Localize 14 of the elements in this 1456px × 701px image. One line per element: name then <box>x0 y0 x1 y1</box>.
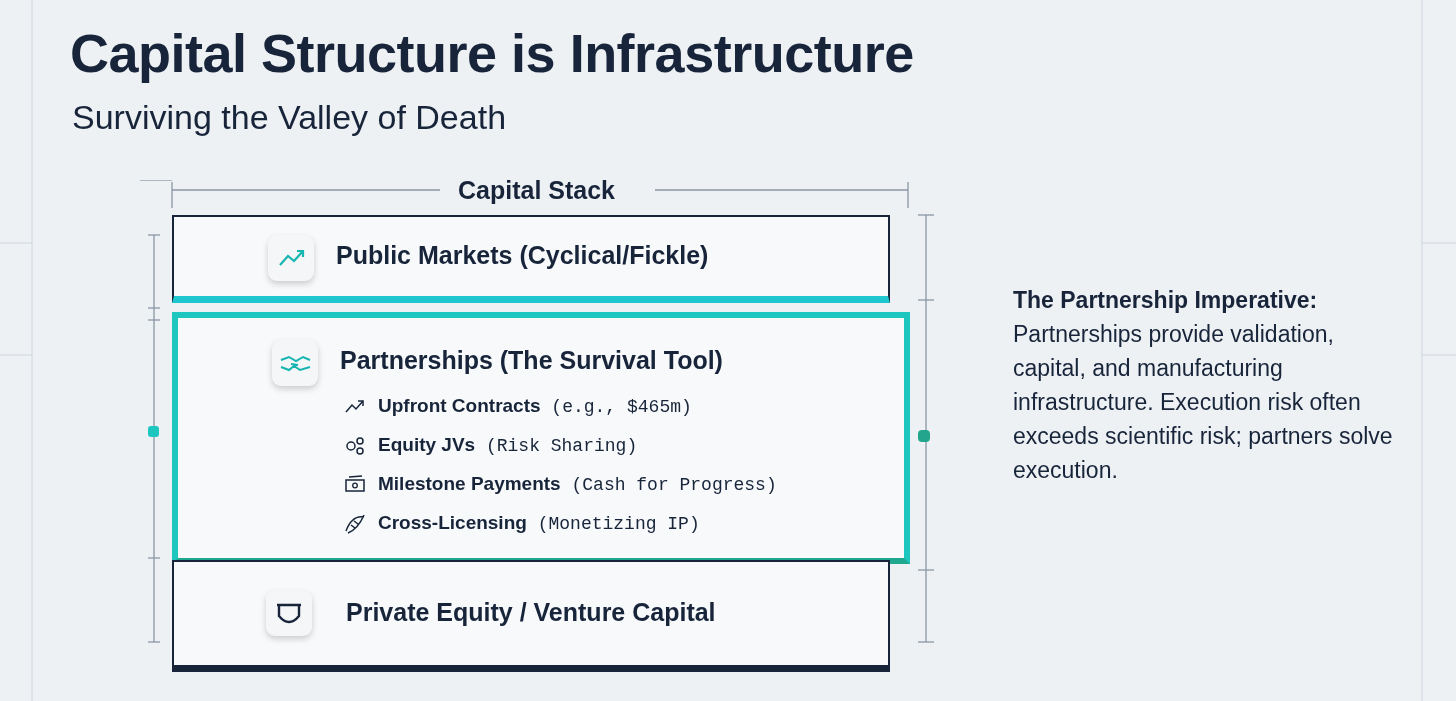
list-item: Upfront Contracts (e.g., $465m) <box>378 395 692 417</box>
section-heading: Capital Stack <box>458 176 615 205</box>
list-item: Milestone Payments (Cash for Progress) <box>378 473 777 495</box>
subtitle: Surviving the Valley of Death <box>72 98 507 137</box>
layer-panel <box>172 312 910 564</box>
layer-title: Public Markets (Cyclical/Fickle) <box>336 241 709 270</box>
layer-slab <box>172 215 890 303</box>
layer-slab <box>172 560 890 672</box>
layer-title: Partnerships (The Survival Tool) <box>340 346 723 375</box>
list-item: Equity JVs (Risk Sharing) <box>378 434 638 456</box>
layer-title: Private Equity / Venture Capital <box>346 598 716 627</box>
paragraph: The Partnership Imperative: Partnerships provide validation, capital, and manufacturing infrastructure. Execution risk often exceeds scientific risk; partners solve execution. <box>1013 286 1394 485</box>
title: Capital Structure is Infrastructure <box>70 22 914 84</box>
list-item: Cross-Licensing (Monetizing IP) <box>378 512 700 534</box>
